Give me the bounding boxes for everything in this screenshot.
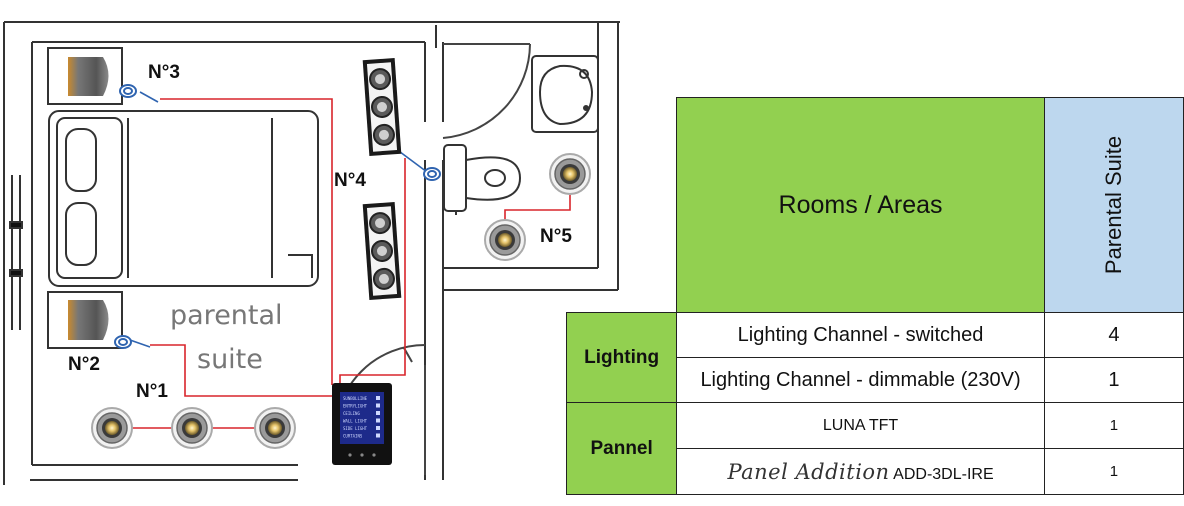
washbasin: [531, 55, 599, 133]
downlight-icon: [484, 219, 526, 261]
bedside-lamp-top: [47, 47, 123, 105]
label-n5: N°5: [540, 226, 572, 247]
row-addition-code: ADD-3DL-IRE: [893, 465, 994, 483]
label-n4: N°4: [334, 170, 366, 191]
window-marks: [9, 175, 23, 330]
panel-menu-item: SIDE LIGHT: [343, 426, 368, 431]
panel-menu-icon: [376, 426, 380, 430]
table-empty-corner: [567, 98, 677, 313]
downlight-icon: [91, 407, 133, 449]
row-luna-label: LUNA TFT: [676, 402, 1045, 449]
row-luna-value: 1: [1043, 402, 1184, 449]
panel-menu-icon: [376, 396, 380, 400]
label-n1: N°1: [136, 381, 168, 402]
bed: [48, 110, 319, 287]
zone-header: Parental Suite: [1043, 97, 1184, 313]
room-name-line2: suite: [197, 344, 263, 375]
zone-header-text: Parental Suite: [1100, 135, 1126, 275]
row-dimmable-value: 1: [1043, 357, 1184, 403]
panel-menu-item: CEILING: [343, 411, 360, 416]
panel-menu-item: CURTAINS: [343, 434, 363, 439]
row-addition-label: Panel Addition ADD-3DL-IRE: [676, 448, 1045, 495]
toilet: [443, 144, 522, 215]
rooms-areas-header: Rooms / Areas: [676, 97, 1045, 313]
label-n3: N°3: [148, 62, 180, 83]
row-addition-title: Panel Addition: [727, 459, 890, 484]
row-addition-value: 1: [1043, 448, 1184, 495]
floor-plan: SUNBOLLINE ENTRYLIGHT CEILING WALL LIGHT SID…: [3, 21, 620, 485]
row-switched-value: 4: [1043, 312, 1184, 358]
panel-menu-icon: [376, 433, 380, 438]
panel-menu-icon: [376, 403, 380, 408]
control-panel: SUNBOLLINE ENTRYLIGHT CEILING WALL LIGHT SID…: [332, 383, 392, 465]
category-lighting: Lighting: [565, 312, 678, 403]
spotlight-group-top: [361, 57, 403, 157]
panel-menu-item: WALL LIGHT: [343, 419, 368, 424]
label-n2: N°2: [68, 354, 100, 375]
row-switched-label: Lighting Channel - switched: [676, 312, 1045, 358]
row-dimmable-label: Lighting Channel - dimmable (230V): [676, 357, 1045, 403]
downlight-icon: [171, 407, 213, 449]
panel-menu-icon: [376, 418, 380, 423]
room-name-line1: parental: [170, 300, 283, 331]
spotlight-group-bottom: [361, 201, 403, 301]
panel-menu-item: SUNBOLLINE: [343, 396, 368, 401]
downlight-icon: [254, 407, 296, 449]
equipment-table: Rooms / Areas Parental Suite Lighting Li…: [565, 97, 1184, 495]
panel-menu-icon: [376, 411, 380, 415]
bedside-lamp-bottom: [47, 291, 123, 349]
panel-menu-item: ENTRYLIGHT: [343, 404, 368, 409]
category-pannel: Pannel: [565, 402, 678, 495]
switch-icons: [114, 84, 441, 349]
